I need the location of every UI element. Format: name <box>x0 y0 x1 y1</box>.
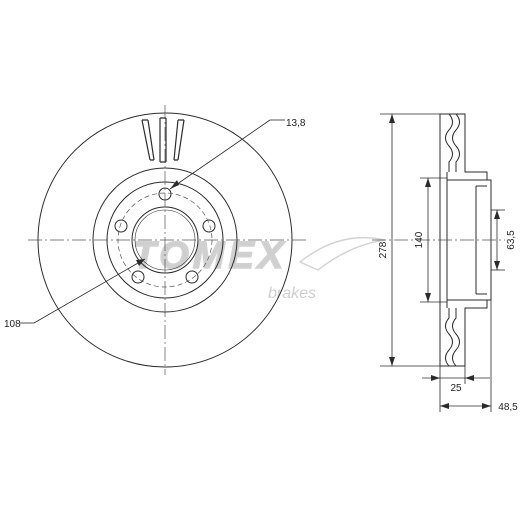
vent-channel-top <box>445 113 453 172</box>
pcd-label: 108 <box>4 319 21 330</box>
side-dimensions <box>380 113 505 412</box>
arrowhead <box>425 178 431 187</box>
watermark-swoosh <box>298 236 386 271</box>
vent-slot-group <box>141 117 185 163</box>
arrowhead <box>425 293 431 302</box>
vent-slot-icon <box>150 159 178 163</box>
bolt-hole-icon <box>114 219 128 233</box>
front-arrowheads <box>136 180 179 266</box>
hole-diameter-label: 13,8 <box>286 118 306 129</box>
brand-watermark: TOMEX brakes <box>132 234 386 302</box>
front-centerlines <box>28 105 306 375</box>
center-bore-label: 63,5 <box>506 230 517 250</box>
hole-leader <box>169 119 271 190</box>
arrowhead <box>136 259 145 266</box>
outer-diameter-label: 278 <box>378 241 389 258</box>
vent-slot-icon <box>141 119 155 161</box>
thickness-label: 25 <box>450 383 462 394</box>
bolt-hole-icon <box>202 219 216 233</box>
vent-slot-icon <box>173 119 185 161</box>
arrowhead <box>494 210 500 219</box>
arrowhead <box>494 261 500 270</box>
arrowhead <box>482 403 491 409</box>
vent-slot-icon <box>159 118 167 162</box>
vent-slot-icon <box>142 117 184 121</box>
vent-channel-bottom <box>445 308 453 367</box>
hat-diameter-label: 140 <box>414 231 425 248</box>
vent-channel-bottom-2 <box>452 308 460 367</box>
arrowhead <box>440 403 449 409</box>
watermark-sub: brakes <box>268 285 316 302</box>
side-arrowheads <box>389 114 500 409</box>
pcd-leader <box>33 258 146 324</box>
watermark-brand: TOMEX <box>133 235 287 277</box>
vent-channel-top-2 <box>452 113 460 172</box>
arrowhead <box>389 114 395 123</box>
arrowhead <box>431 375 440 381</box>
total-height-label: 48,5 <box>498 402 518 413</box>
arrowhead <box>389 357 395 366</box>
bolt-hole-icon <box>131 270 145 284</box>
front-dimensions <box>20 119 285 324</box>
bolt-hole-icon <box>185 270 199 284</box>
pcd-circle <box>117 192 213 288</box>
arrowhead <box>170 180 179 189</box>
arrowhead <box>465 375 474 381</box>
